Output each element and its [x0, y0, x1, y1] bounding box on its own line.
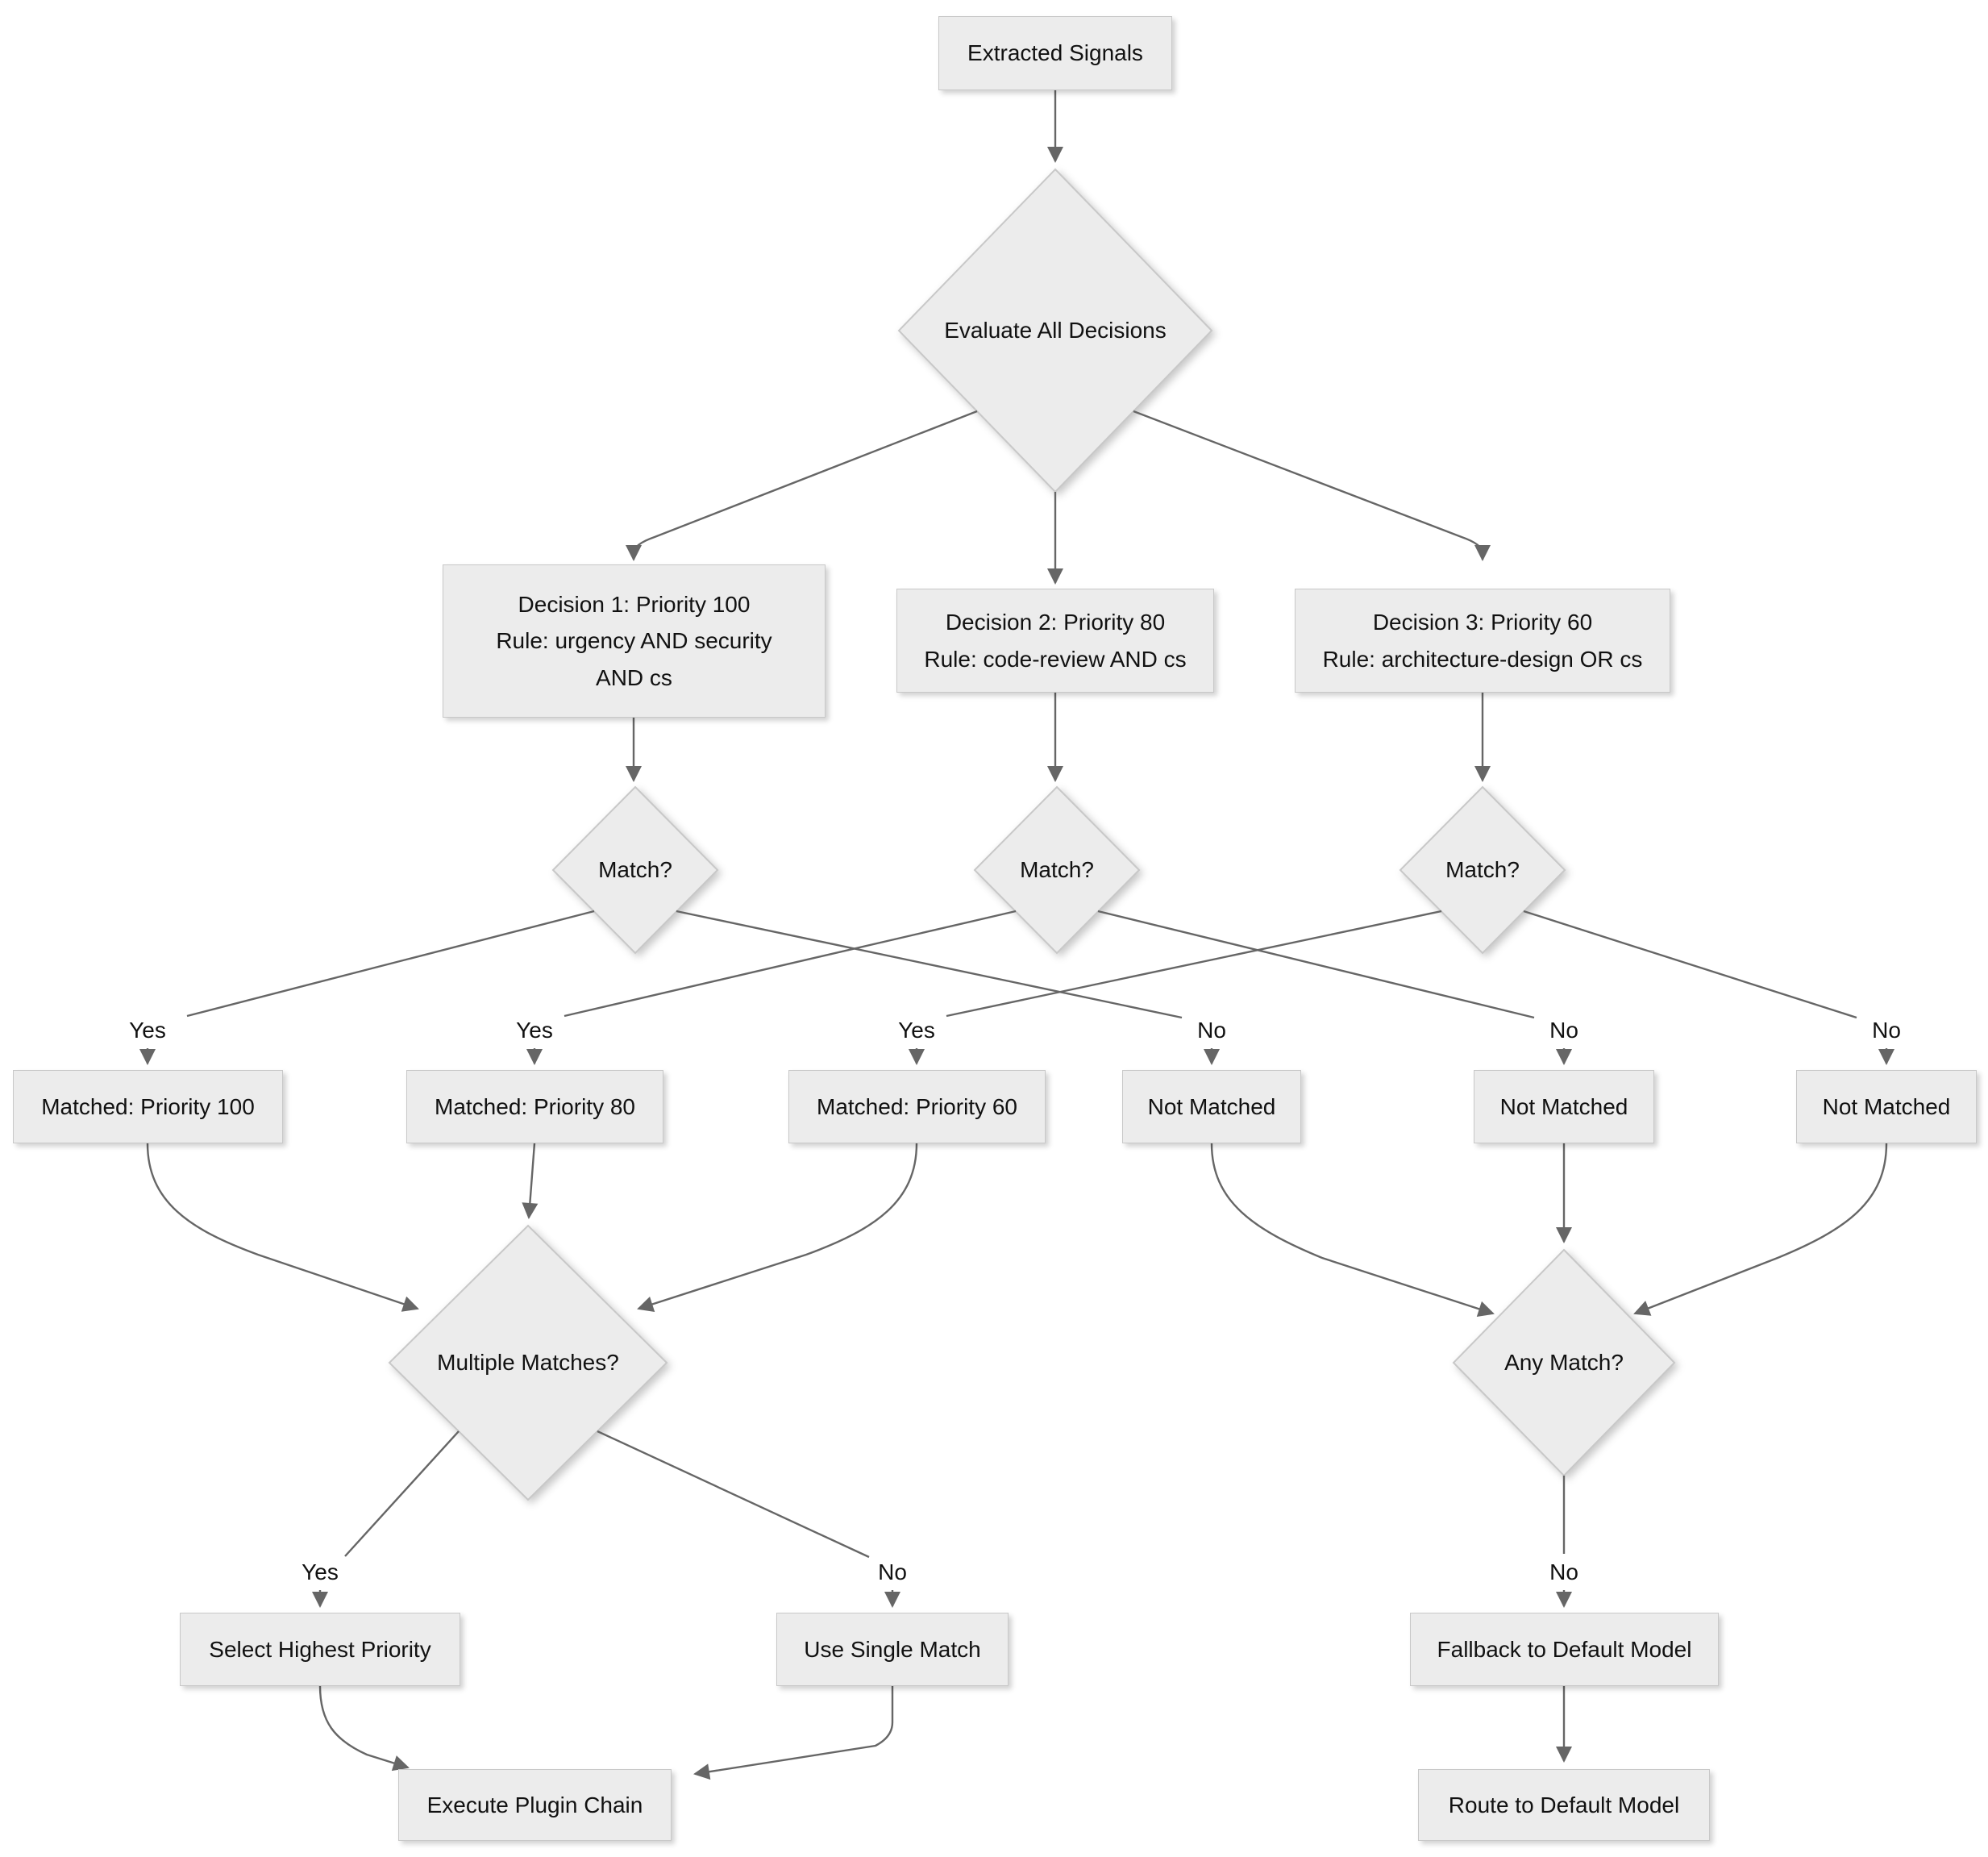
- edge-label-yes-1: Yes: [126, 1018, 169, 1043]
- edge-matched80-to-multiple: [522, 1143, 539, 1219]
- node-decision-3: Decision 3: Priority 60 Rule: architectu…: [1295, 589, 1670, 693]
- edge-label-yes-3: Yes: [895, 1018, 938, 1043]
- edge-matched60-to-multiple: [637, 1143, 918, 1312]
- edge-multiple-yes: [344, 1430, 460, 1557]
- node-decision-2: Decision 2: Priority 80 Rule: code-revie…: [896, 589, 1214, 693]
- edge-evaluate-to-decision1: [626, 410, 978, 561]
- edge-matched100-to-multiple: [146, 1143, 419, 1312]
- edge-single-to-execute: [693, 1686, 894, 1780]
- edge-match3-no: [1523, 910, 1857, 1019]
- shape-evaluate-all-decisions: [897, 168, 1213, 493]
- edge-match2-yes: [564, 910, 1017, 1018]
- edge-label-yes-2: Yes: [513, 1018, 556, 1043]
- node-fallback-default-model: Fallback to Default Model: [1410, 1613, 1719, 1686]
- node-not-matched-3: Not Matched: [1796, 1070, 1977, 1143]
- shape-match-2: [973, 785, 1141, 955]
- node-execute-plugin-chain: Execute Plugin Chain: [398, 1769, 672, 1841]
- node-not-matched-1: Not Matched: [1122, 1070, 1301, 1143]
- edge-match2-no: [1097, 910, 1535, 1019]
- node-matched-priority-100: Matched: Priority 100: [13, 1070, 283, 1143]
- node-matched-priority-80: Matched: Priority 80: [406, 1070, 663, 1143]
- edge-label-no-2: No: [1546, 1018, 1582, 1043]
- shape-multiple-matches: [388, 1224, 668, 1501]
- node-extracted-signals: Extracted Signals: [938, 16, 1172, 90]
- edge-label-no-5: No: [1546, 1559, 1582, 1585]
- edge-label-no-1: No: [1194, 1018, 1229, 1043]
- edge-label-no-3: No: [1869, 1018, 1904, 1043]
- node-use-single-match: Use Single Match: [776, 1613, 1009, 1686]
- edge-notmatched3-to-anymatch: [1633, 1143, 1888, 1316]
- edge-match1-no: [676, 910, 1183, 1019]
- edge-multiple-no: [597, 1430, 870, 1559]
- edge-notmatched1-to-anymatch: [1210, 1143, 1495, 1317]
- node-select-highest-priority: Select Highest Priority: [180, 1613, 460, 1686]
- shape-match-3: [1399, 785, 1566, 955]
- edge-evaluate-to-decision3: [1133, 410, 1491, 561]
- node-not-matched-2: Not Matched: [1474, 1070, 1654, 1143]
- shape-any-match: [1452, 1248, 1676, 1477]
- edge-select-to-execute: [318, 1685, 410, 1772]
- edge-label-no-4: No: [875, 1559, 910, 1585]
- edge-match3-yes: [946, 910, 1442, 1018]
- shape-match-1: [551, 785, 719, 955]
- node-decision-1: Decision 1: Priority 100 Rule: urgency A…: [443, 564, 826, 718]
- edge-match1-yes: [186, 910, 595, 1018]
- edge-label-yes-4: Yes: [298, 1559, 342, 1585]
- node-route-default-model: Route to Default Model: [1418, 1769, 1710, 1841]
- node-matched-priority-60: Matched: Priority 60: [788, 1070, 1046, 1143]
